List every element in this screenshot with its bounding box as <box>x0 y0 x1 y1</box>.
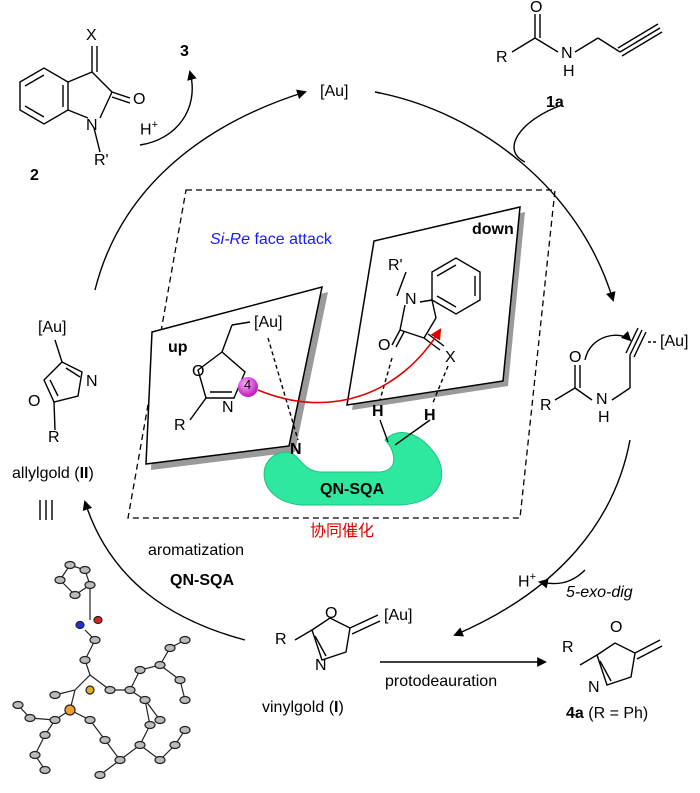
attack-arrow <box>257 328 442 404</box>
down-isatin <box>379 257 481 406</box>
plane-up-label: up <box>168 339 188 356</box>
complex-r: R <box>540 397 552 414</box>
product4-o: O <box>610 619 623 636</box>
complex-au: [Au] <box>660 333 689 350</box>
allylgold-o: O <box>28 393 41 410</box>
substrate-n: N <box>561 45 573 62</box>
catalyst-top-label: [Au] <box>320 83 349 100</box>
substrate-in-arrow <box>513 104 563 163</box>
substrate-o: O <box>530 0 543 16</box>
product4-r: R <box>562 639 574 656</box>
substrate-structure <box>511 14 663 57</box>
cycle-arc-top-left <box>94 89 307 291</box>
catalyst-blob <box>263 432 443 506</box>
inset-frame <box>127 189 556 519</box>
crystal-structure <box>12 560 191 780</box>
cycle-arc-right <box>453 439 631 637</box>
up-o: O <box>192 363 205 380</box>
cycle-arc-bottom-left <box>82 500 246 641</box>
inset-catalyst-name: QN-SQA <box>320 481 384 498</box>
down-r: R' <box>388 257 403 274</box>
allylgold-r: R <box>48 429 60 446</box>
substrate-r: R <box>496 49 508 66</box>
vinylgold-structure <box>294 614 381 661</box>
isatin-structure <box>19 46 131 153</box>
protodeauration-label: protodeauration <box>385 673 498 690</box>
isatin-x: X <box>86 27 97 44</box>
allylgold-structure <box>43 339 83 431</box>
product3-label: 3 <box>180 43 189 60</box>
h-bond-left: H <box>372 403 384 420</box>
down-x: X <box>445 349 456 366</box>
proton-mid: H+ <box>518 571 536 591</box>
vinylgold-n: N <box>315 657 327 674</box>
allylgold-name: allylgold (II) <box>12 465 94 482</box>
product3-out-arrow <box>139 70 197 146</box>
vinylgold-au: [Au] <box>384 607 413 624</box>
vinylgold-r: R <box>275 631 287 648</box>
isatin-n: N <box>86 117 98 134</box>
allylgold-au: [Au] <box>38 319 67 336</box>
proton-out-arrow <box>538 569 586 589</box>
proton-top: H+ <box>140 119 158 139</box>
gold-alkyne-complex <box>554 327 658 401</box>
cycle-arc-top-right <box>374 91 616 302</box>
c4-highlight <box>238 377 258 397</box>
inset-caption: 协同催化 <box>310 523 375 540</box>
isatin-o: O <box>133 91 146 108</box>
isatin-label: 2 <box>30 167 39 184</box>
down-o: O <box>378 337 391 354</box>
exo-dig-label: 5-exo-dig <box>566 584 633 601</box>
h-bond-right: H <box>424 407 436 424</box>
substrate-label: 1a <box>546 94 564 111</box>
cycle-catalyst-name: QN-SQA <box>170 572 234 589</box>
complex-o: O <box>569 349 582 366</box>
equivalence-bars <box>39 500 53 520</box>
up-au: [Au] <box>254 314 283 331</box>
product4-structure <box>579 639 663 686</box>
aromatization-label: aromatization <box>148 542 245 559</box>
down-n: N <box>405 291 417 308</box>
up-r: R <box>174 417 186 434</box>
isatin-r: R' <box>94 152 109 169</box>
complex-n: N <box>596 391 608 408</box>
complex-h: H <box>598 409 610 426</box>
allylgold-n: N <box>86 373 98 390</box>
up-position-label: 4 <box>244 377 252 392</box>
face-attack-label: Si-Re face attack <box>210 231 332 248</box>
product4-n: N <box>588 679 600 696</box>
catalyst-n: N <box>290 441 302 458</box>
catalytic-cycle <box>82 70 631 667</box>
product4-label: 4a (R = Ph) <box>566 705 649 722</box>
vinylgold-o: O <box>325 605 338 622</box>
plane-down-label: down <box>472 221 514 238</box>
substrate-h: H <box>563 63 575 80</box>
up-n: N <box>222 399 234 416</box>
vinylgold-name: vinylgold (I) <box>262 699 344 716</box>
